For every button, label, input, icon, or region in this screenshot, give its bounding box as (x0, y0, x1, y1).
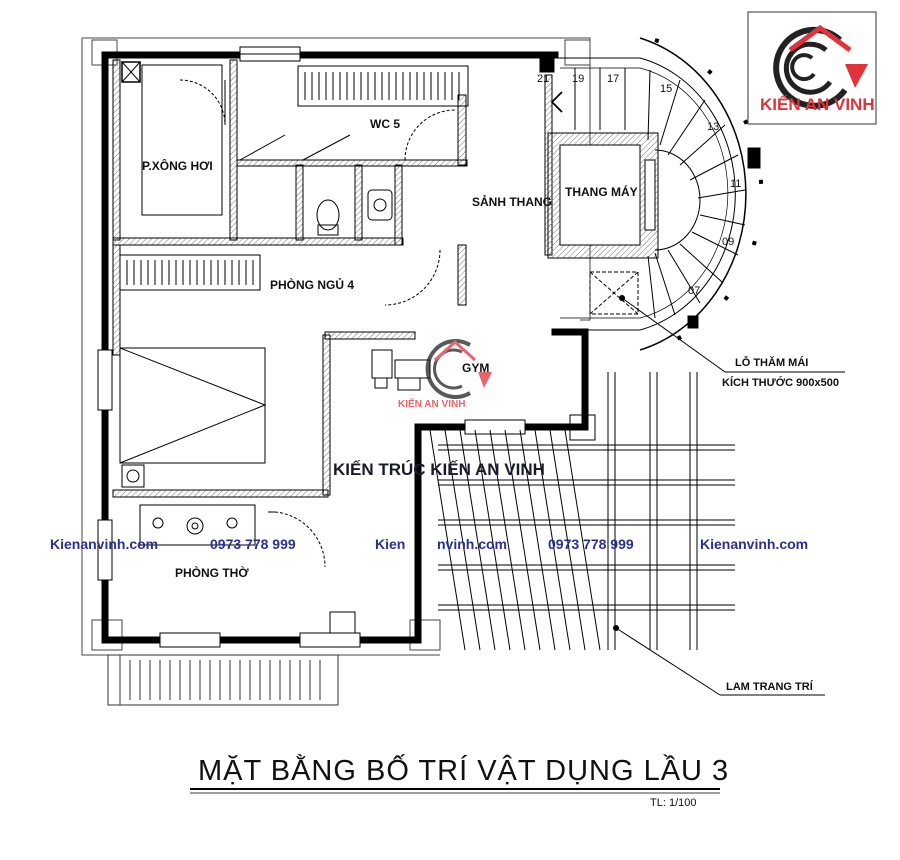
front-balcony (107, 654, 339, 706)
watermark-website: nvinh.com (437, 536, 507, 552)
stair-number: 09 (722, 236, 734, 248)
stair-number: 15 (660, 83, 672, 95)
altar-furniture (139, 504, 326, 568)
brand-logo-text: KIẾN AN VINH (760, 95, 875, 114)
bedroom-furniture (119, 249, 441, 488)
sauna-room (121, 61, 226, 216)
stair-number: 13 (707, 121, 719, 133)
gym-equipment (371, 349, 431, 391)
decorative-pergola (429, 372, 735, 651)
room-label-altar-room: PHÒNG THỜ (175, 565, 249, 580)
watermark-phone: 0973 778 999 (548, 536, 634, 552)
stair-number: 11 (730, 178, 741, 190)
room-label-gym: GYM (462, 361, 489, 375)
windows (97, 46, 526, 648)
center-logo-text: KIẾN AN VINH (398, 397, 465, 410)
brand-logo: KIẾN AN VINH (747, 11, 877, 125)
elevator (547, 132, 659, 259)
drawing-scale: TL: 1/100 (650, 797, 696, 809)
spiral-staircase (539, 37, 764, 351)
watermark-phone: 0973 778 999 (210, 536, 296, 552)
annotation-louvers: LAM TRANG TRÍ (726, 680, 814, 693)
watermark-website: Kienanvinh.com (50, 536, 158, 552)
watermark-website: Kien (375, 536, 405, 552)
annotation-roof-hatch: LỖ THĂM MÁI (735, 356, 808, 369)
center-logo: KIẾN AN VINH (398, 339, 492, 410)
room-label-stair-hall: SẢNH THANG (472, 194, 552, 209)
center-brand-mark: KIẾN TRÚC KIẾN AN VINH (333, 460, 545, 479)
drawing-title: MẶT BẰNG BỐ TRÍ VẬT DỤNG LẦU 3 (198, 753, 729, 787)
kien-an-vinh-logo-icon (425, 339, 492, 399)
slab-outline (81, 37, 591, 656)
stair-number: 17 (607, 73, 619, 85)
kien-an-vinh-logo-icon (773, 24, 868, 109)
stair-number: 19 (572, 73, 584, 85)
room-label-elevator: THANG MÁY (565, 184, 638, 199)
wc-fixtures (239, 65, 469, 236)
exterior-walls (101, 51, 589, 644)
room-label-sauna: P.XÔNG HƠI (142, 158, 213, 173)
room-label-wc: WC 5 (370, 117, 400, 131)
annotation-roof-hatch-size: KÍCH THƯỚC 900x500 (722, 376, 839, 389)
stair-number: 21 (537, 73, 549, 85)
room-label-bedroom-4: PHÒNG NGỦ 4 (270, 277, 354, 292)
stair-number: 07 (688, 285, 700, 297)
watermark-website: Kienanvinh.com (700, 536, 808, 552)
roof-access-hatch (589, 271, 639, 315)
